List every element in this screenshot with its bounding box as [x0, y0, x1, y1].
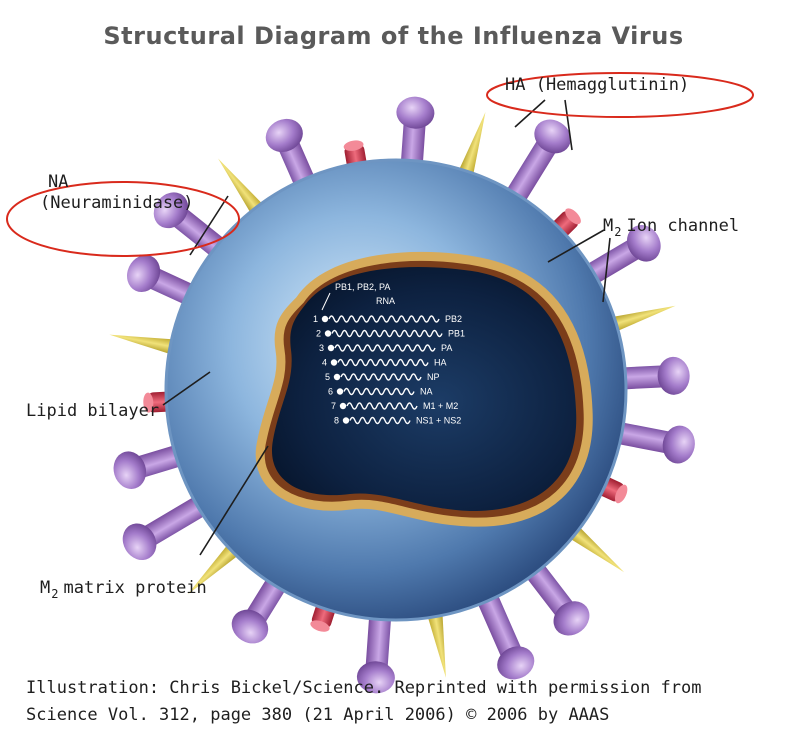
rna-segment-number: 1 [313, 314, 318, 324]
credit-line-1: Illustration: Chris Bickel/Science. Repr… [26, 675, 702, 702]
rna-segment-number: 4 [322, 358, 327, 368]
rna-segment-label: NP [427, 372, 440, 382]
m2-matrix-protein-label: M2matrix protein [40, 578, 207, 598]
rna-segment-number: 2 [316, 329, 321, 339]
lipid-bilayer-label: Lipid bilayer [26, 401, 159, 421]
rna-segment-number: 3 [319, 343, 324, 353]
ha-label: HA (Hemagglutinin) [505, 75, 689, 95]
illustration-credit: Illustration: Chris Bickel/Science. Repr… [26, 675, 702, 729]
rna-label: RNA [376, 296, 395, 306]
rna-segment-label: PA [441, 343, 452, 353]
rna-segment-number: 5 [325, 372, 330, 382]
rna-segment-number: 7 [331, 401, 336, 411]
rna-segment-label: NS1 + NS2 [416, 416, 461, 426]
rna-segment-number: 6 [328, 387, 333, 397]
credit-line-2: Science Vol. 312, page 380 (21 April 200… [26, 702, 702, 729]
rna-segment-label: PB2 [445, 314, 462, 324]
na-label-name: (Neuraminidase) [40, 193, 194, 213]
rna-segment-label: PB1 [448, 329, 465, 339]
core-header-label: PB1, PB2, PA [335, 282, 390, 292]
m2-ion-channel-label: M2Ion channel [603, 216, 739, 236]
rna-segment-label: NA [420, 387, 433, 397]
rna-segment-label: M1 + M2 [423, 401, 458, 411]
rna-segment-number: 8 [334, 416, 339, 426]
rna-segment-label: HA [434, 358, 447, 368]
na-label-abbrev: NA [48, 172, 68, 192]
